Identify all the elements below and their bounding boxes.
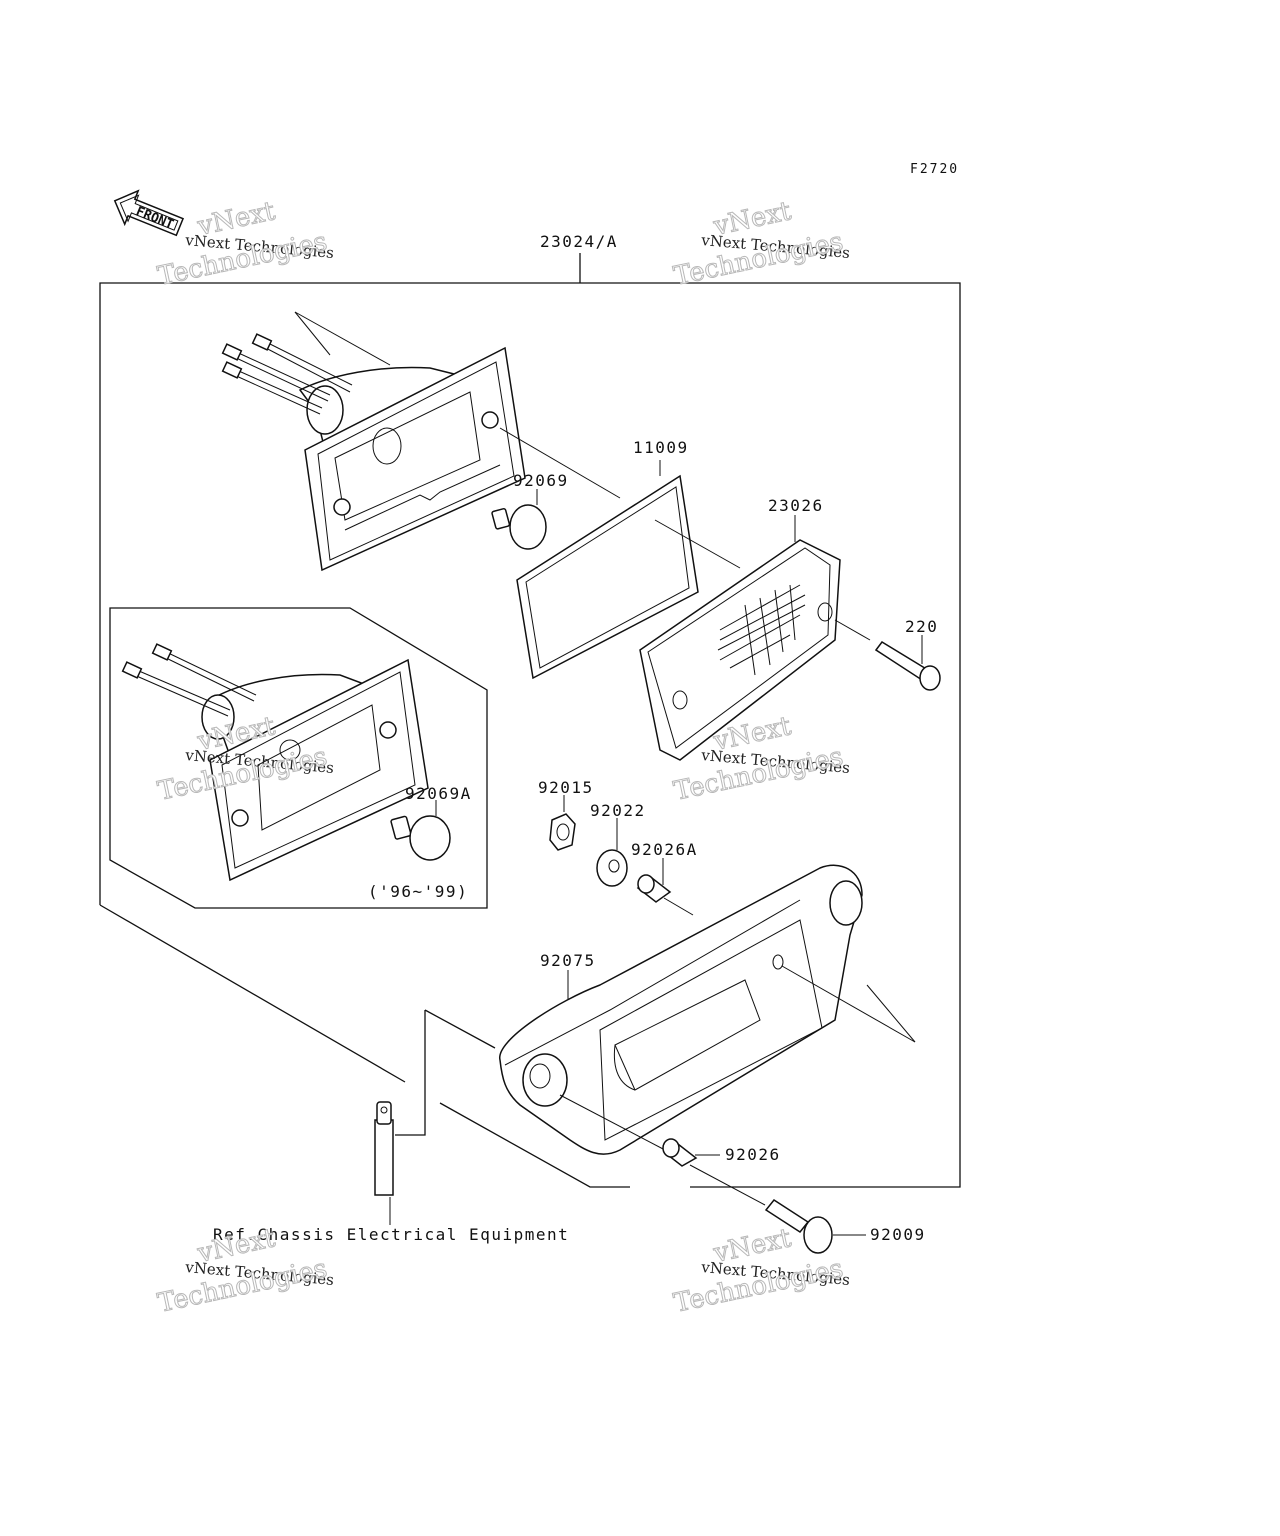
- front-arrow-icon: FRONT: [113, 189, 185, 237]
- part-label-23024a: 23024/A: [540, 232, 618, 251]
- variant-inset-box: [109, 607, 488, 909]
- watermark: vNext vNext Technologies Technologies: [155, 196, 335, 293]
- part-label-92026a: 92026A: [631, 840, 698, 859]
- collar-92026-icon: [559, 1094, 720, 1167]
- terminal-connector-icon: [374, 1101, 394, 1225]
- part-label-92022: 92022: [590, 801, 646, 820]
- bulb-92069-icon: [491, 489, 547, 550]
- collar-92026a-icon: [636, 858, 694, 916]
- wire-leads: [221, 333, 353, 415]
- lamp-housing-variant: [121, 643, 429, 882]
- variant-note: ('96~'99): [368, 882, 468, 901]
- part-label-220: 220: [905, 617, 938, 636]
- part-label-92009: 92009: [870, 1225, 926, 1244]
- lens-23026-icon: [639, 515, 841, 761]
- bracket-92075-icon: [499, 864, 916, 1155]
- screw-220-icon: [834, 619, 941, 691]
- part-label-92026: 92026: [725, 1145, 781, 1164]
- part-label-92075: 92075: [540, 951, 596, 970]
- part-label-23026: 23026: [768, 496, 824, 515]
- lamp-housing: [221, 311, 526, 572]
- part-label-11009: 11009: [633, 438, 689, 457]
- figure-code: F2720: [910, 162, 959, 177]
- washer-92022-icon: [596, 818, 628, 887]
- part-label-92069: 92069: [513, 471, 569, 490]
- lens-grid: [717, 584, 806, 676]
- footnote-ref: Ref.Chassis Electrical Equipment: [213, 1225, 569, 1244]
- gasket-11009-icon: [516, 460, 699, 680]
- part-label-92069a: 92069A: [405, 784, 472, 803]
- part-label-92015: 92015: [538, 778, 594, 797]
- watermark: vNext vNext Technologies Technologies: [671, 196, 851, 293]
- nut-92015-icon: [549, 795, 576, 851]
- bolt-92009-icon: [689, 1164, 866, 1254]
- bulb-92069a-icon: [390, 800, 451, 861]
- assembly-outline: [99, 253, 961, 1188]
